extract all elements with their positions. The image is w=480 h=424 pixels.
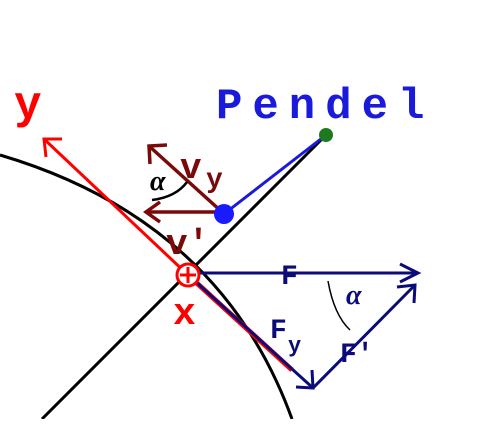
v-y-arrow [147,144,224,214]
label-v-y: v [180,148,202,189]
label-v-y-sub: y [206,165,223,196]
pivot-point [319,128,333,142]
force-fy-arrow [194,280,315,390]
label-force-f: F [281,262,298,293]
angle-arc-right [327,280,351,331]
angle-arc-top [151,181,189,202]
pendulum-rod [223,133,327,216]
pendulum-arc [0,153,294,420]
label-force-fy: F [270,316,287,347]
v-prime-arrowhead [142,200,162,224]
label-force-f-prime: F' [340,340,374,371]
y-axis-arrowhead [42,137,62,158]
pendulum-bob [214,204,234,224]
label-x-axis: x [173,293,196,336]
label-y-axis: y [14,80,42,132]
title-pendel: Pendel [216,82,434,132]
force-f-prime-arrow [311,283,417,390]
label-v-prime: v' [166,224,209,265]
y-axis-arrow [42,137,190,277]
force-f-prime-arrowhead [396,283,417,304]
force-f-arrowhead [399,262,422,284]
label-angle-top: α [150,166,166,197]
label-force-fy-sub: y [288,334,301,359]
v-y-arrowhead [147,143,168,165]
label-angle-right: α [346,280,362,311]
